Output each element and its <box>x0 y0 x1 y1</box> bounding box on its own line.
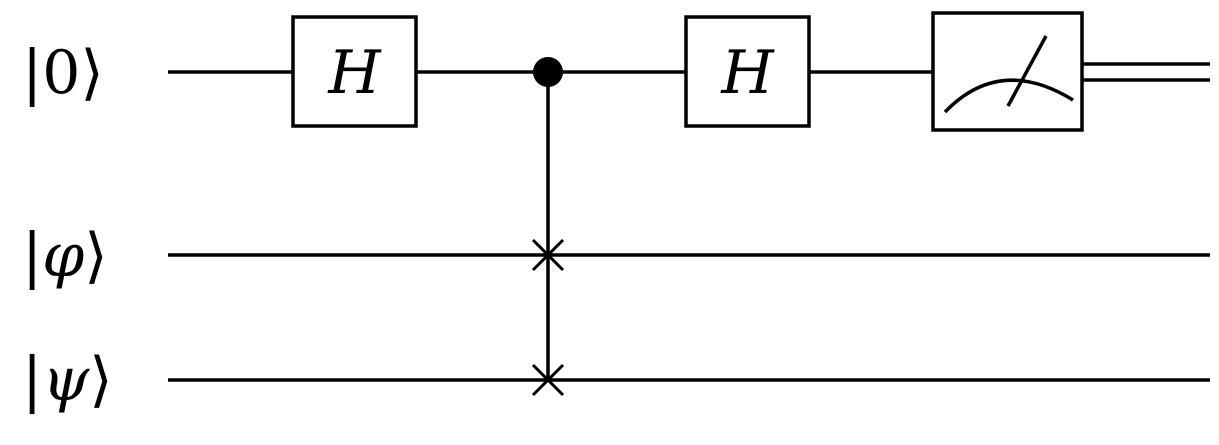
measurement-gate <box>931 11 1084 132</box>
swap-cross-qubit-2 <box>531 363 565 397</box>
meter-needle-icon <box>1006 35 1048 107</box>
ket-left-bar: | <box>22 345 42 415</box>
qubit-2-state: ψ <box>42 345 90 415</box>
ket-right-angle: ⟩ <box>80 38 103 108</box>
ket-right-angle: ⟩ <box>84 221 107 291</box>
qubit-2-label: |ψ⟩ <box>22 345 113 415</box>
qubit-1-state: φ <box>42 221 84 291</box>
hadamard-gate-1-label: H <box>327 38 382 108</box>
ket-left-bar: | <box>22 38 42 108</box>
classical-output-wire <box>1082 62 1210 82</box>
hadamard-gate-1: H <box>291 15 418 128</box>
qubit-0-label: |0⟩ <box>22 38 104 108</box>
control-dot <box>533 57 563 87</box>
hadamard-gate-2-label: H <box>720 38 775 108</box>
qubit-1-label: |φ⟩ <box>22 221 108 291</box>
hadamard-gate-2: H <box>684 15 811 128</box>
ket-left-bar: | <box>22 221 42 291</box>
meter-arc-icon <box>943 78 1074 114</box>
qubit-0-state: 0 <box>42 38 80 108</box>
ket-right-angle: ⟩ <box>89 345 112 415</box>
swap-cross-qubit-1 <box>531 238 565 272</box>
